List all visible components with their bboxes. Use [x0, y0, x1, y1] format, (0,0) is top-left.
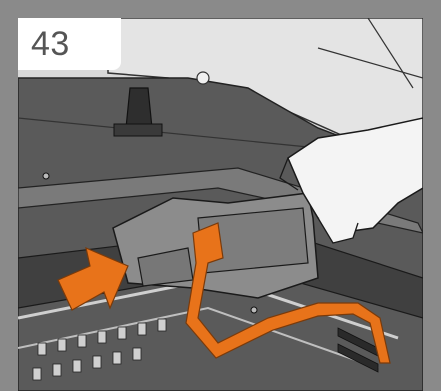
carriage-post [126, 88, 152, 128]
printer-illustration [18, 18, 423, 391]
screw [251, 307, 257, 313]
lid-knob [197, 72, 209, 84]
screw [43, 173, 49, 179]
post-base [114, 124, 162, 136]
step-badge: 43 [18, 18, 121, 70]
step-number: 43 [31, 25, 70, 64]
